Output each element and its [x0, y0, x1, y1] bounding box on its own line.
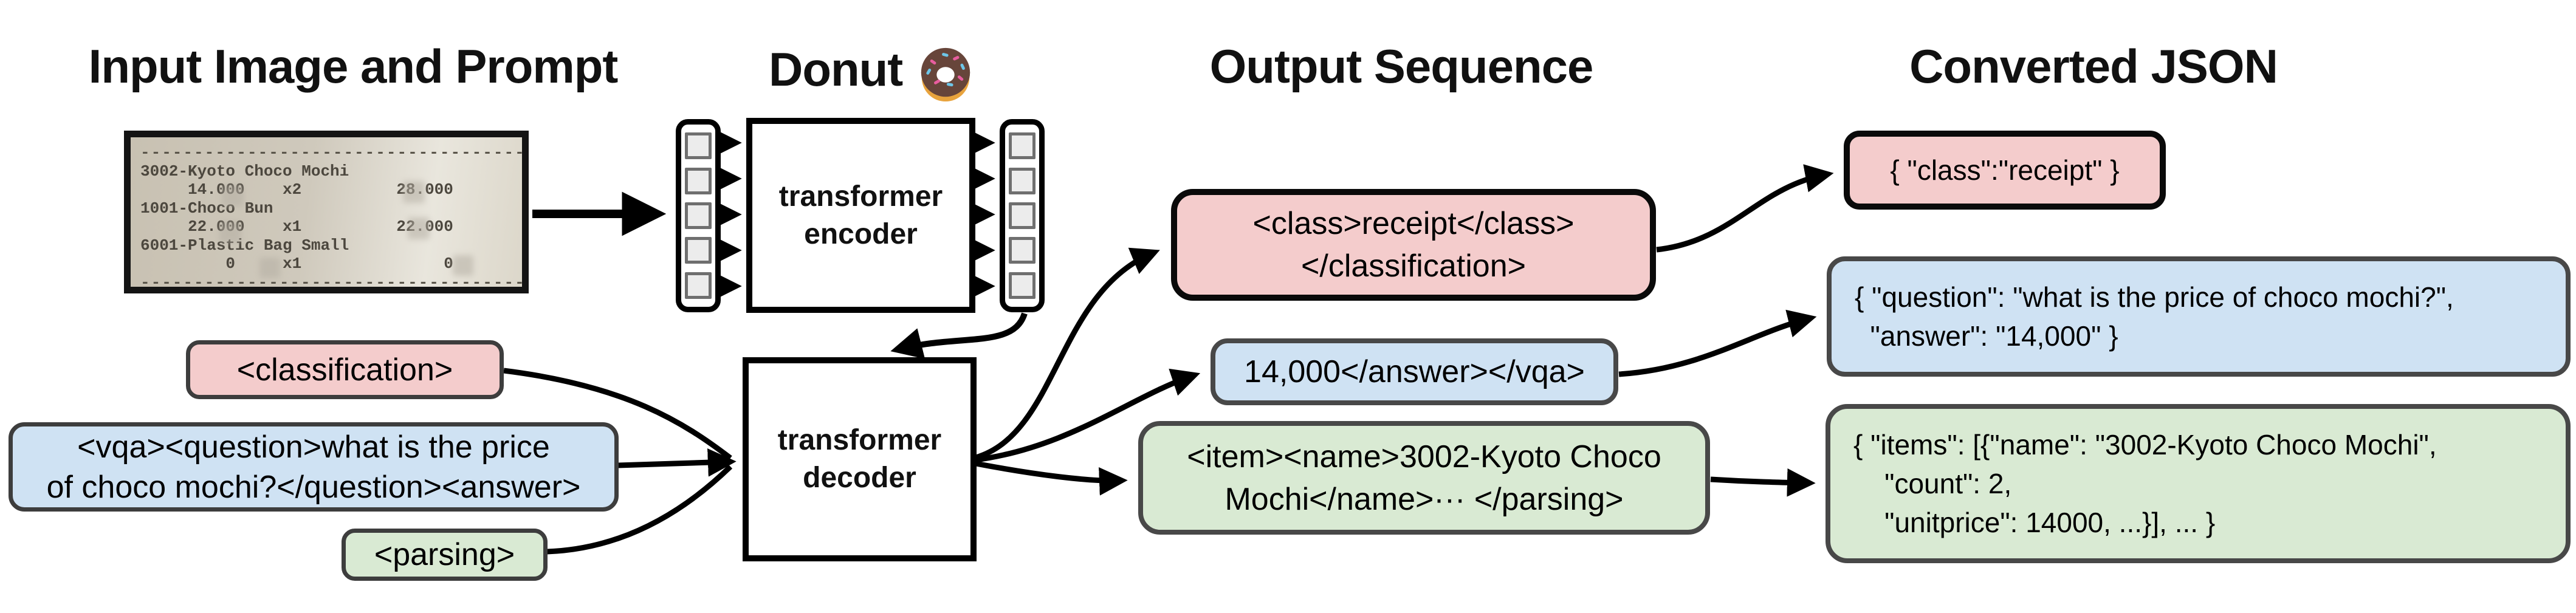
receipt-line: 14.000 x2 28.000 [140, 180, 453, 199]
decoder-label-line: transformer [777, 424, 942, 456]
json-vqa-line: { "question": "what is the price of choc… [1855, 281, 2454, 313]
receipt-image: ------------------------------------- 30… [124, 131, 529, 293]
output-classification-box: <class>receipt</class> </classification> [1171, 189, 1656, 301]
receipt-rule-top: ------------------------------------- [140, 143, 529, 162]
receipt-redaction [403, 181, 425, 203]
output-vqa-box: 14,000</answer></vqa> [1211, 338, 1618, 405]
model-title-text: Donut [769, 42, 903, 96]
arrows-patches-to-encoder [720, 132, 742, 297]
prompt-parsing-text: <parsing> [374, 537, 515, 572]
receipt-rule-bottom: ------------------------------------- [140, 273, 529, 292]
output-parsing-line: Mochi</name>··· </parsing> [1224, 481, 1624, 517]
receipt-line: 22.000 x1 22.000 [140, 217, 453, 236]
json-parsing-box: { "items": [{"name": "3002-Kyoto Choco M… [1826, 404, 2571, 563]
encoder-input-patches [676, 119, 721, 312]
arrow-encoder-to-decoder [890, 312, 1028, 359]
donut-emoji [921, 47, 970, 102]
arrows-decoder-to-outputs [975, 247, 1201, 496]
receipt-line: 6001-Plastic Bag Small [140, 236, 349, 255]
patch-square [1009, 237, 1036, 264]
receipt-redaction [453, 255, 473, 276]
patch-square [685, 202, 712, 229]
prompt-classification-text: <classification> [236, 352, 453, 388]
receipt-line: 1001-Choco Bun [140, 199, 273, 217]
prompt-parsing-box: <parsing> [342, 529, 548, 581]
output-vqa-text: 14,000</answer></vqa> [1244, 354, 1585, 389]
output-classification-line: </classification> [1301, 248, 1526, 284]
receipt-redaction [408, 217, 430, 239]
prompt-vqa-line: of choco mochi?</question><answer> [46, 469, 581, 505]
input-column-title: Input Image and Prompt [88, 39, 619, 93]
receipt-line: 0 x1 0 [140, 255, 453, 273]
patch-square [1009, 132, 1036, 160]
decoder-label-line: decoder [803, 462, 916, 494]
patch-square [1009, 167, 1036, 194]
patch-square [1009, 202, 1036, 229]
json-column-title: Converted JSON [1909, 39, 2278, 93]
patch-square [685, 167, 712, 194]
prompt-vqa-box: <vqa><question>what is the price of choc… [9, 422, 619, 512]
arrows-outputs-to-json [1618, 164, 1834, 497]
output-classification-line: <class>receipt</class> [1252, 206, 1575, 241]
transformer-decoder-block: transformer decoder [743, 357, 977, 561]
json-vqa-box: { "question": "what is the price of choc… [1827, 256, 2571, 377]
json-vqa-line: "answer": "14,000" } [1855, 320, 2118, 352]
receipt-redaction [219, 221, 241, 243]
encoder-output-embeddings [1000, 119, 1045, 312]
json-classification-box: { "class":"receipt" } [1844, 131, 2166, 210]
output-column-title: Output Sequence [1209, 39, 1594, 93]
patch-square [685, 237, 712, 264]
json-parsing-line: { "items": [{"name": "3002-Kyoto Choco M… [1853, 429, 2437, 461]
prompt-classification-box: <classification> [186, 340, 504, 399]
patch-square [1009, 272, 1036, 299]
receipt-redaction [222, 185, 244, 207]
prompt-vqa-line: <vqa><question>what is the price [77, 429, 550, 465]
output-parsing-line: <item><name>3002-Kyoto Choco [1187, 439, 1661, 474]
json-parsing-line: "unitprice": 14000, ...}], ... } [1853, 507, 2216, 538]
receipt-line: 3002-Kyoto Choco Mochi [140, 162, 349, 180]
json-classification-text: { "class":"receipt" } [1890, 154, 2120, 186]
output-parsing-box: <item><name>3002-Kyoto Choco Mochi</name… [1138, 421, 1710, 535]
model-column-title: Donut [769, 35, 975, 103]
json-parsing-line: "count": 2, [1853, 468, 2012, 499]
patch-square [685, 272, 712, 299]
patch-square [685, 132, 712, 160]
receipt-redaction [259, 258, 280, 278]
encoder-label-line: encoder [804, 217, 918, 250]
encoder-label-line: transformer [778, 180, 943, 213]
arrows-encoder-to-patches [974, 132, 995, 297]
arrows-prompts-to-decoder [503, 368, 737, 555]
transformer-encoder-block: transformer encoder [746, 118, 975, 313]
